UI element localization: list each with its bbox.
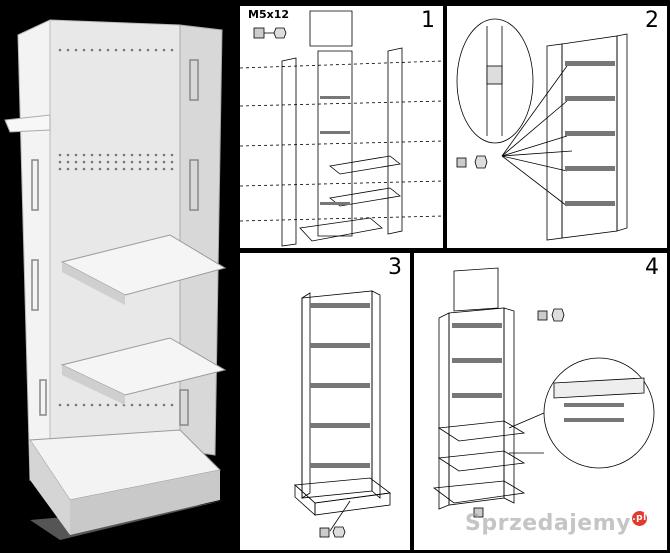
watermark-suffix: .pl — [632, 511, 647, 526]
step-3-panel: 3 — [240, 253, 410, 550]
step-3-diagram — [294, 290, 392, 538]
step-number: 1 — [421, 8, 435, 33]
step-1-panel: M5x12 1 — [240, 6, 443, 248]
watermark-text: Sprzedajemy — [465, 511, 631, 536]
step-2-diagram — [456, 18, 628, 241]
step-4-diagram — [432, 267, 655, 518]
watermark-logo: Sprzedajemy.pl — [465, 511, 647, 536]
step-4-panel: 4 — [414, 253, 667, 550]
step-1-diagram — [240, 10, 443, 247]
step-number: 4 — [645, 255, 659, 280]
step-2-panel: 2 — [447, 6, 667, 248]
step-number: 2 — [645, 8, 659, 33]
product-photo — [0, 0, 236, 553]
step-number: 3 — [388, 255, 402, 280]
screw-size-label: M5x12 — [248, 8, 290, 21]
